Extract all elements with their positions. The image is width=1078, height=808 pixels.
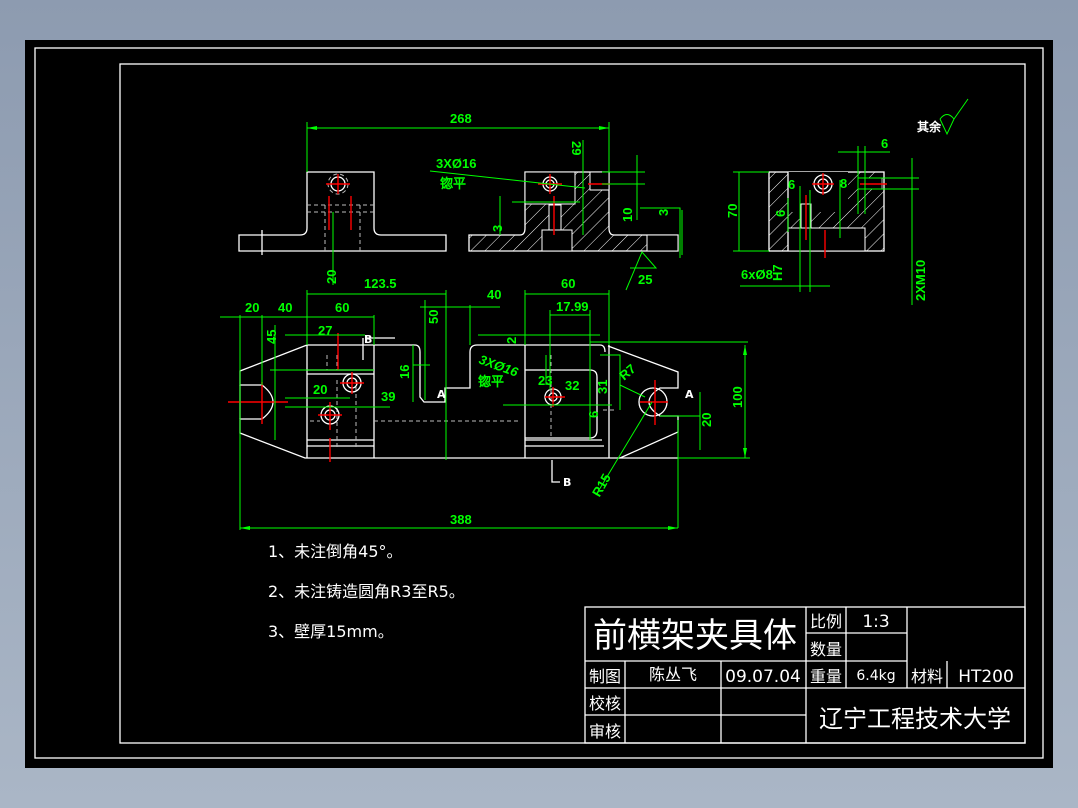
technical-notes: 1、未注倒角45°。 2、未注铸造圆角R3至R5。 3、壁厚15mm。 [268,542,465,641]
note-3: 3、壁厚15mm。 [268,622,394,641]
surface-note: 其余 [917,119,942,134]
drawn-by: 陈丛飞 [649,665,697,684]
dim-45: 45 [264,330,279,344]
dim-20-front: 20 [324,270,339,284]
scale-label: 比例 [810,612,842,631]
surface-roughness-note: 其余 [917,98,969,136]
dim-70: 70 [725,204,740,218]
side-fit: H7 [770,264,785,281]
note-2: 2、未注铸造圆角R3至R5。 [268,582,465,601]
dim-60-top: 60 [561,276,575,291]
dim-40-plan: 40 [278,300,292,315]
dim-40-top: 40 [487,287,501,302]
section-label-a2: A [685,388,694,401]
thread-note: 2XM10 [913,260,928,301]
dim-3b: 3 [656,209,671,216]
dim-27: 27 [318,323,332,338]
drawing-sheet [25,40,1053,768]
section-label-b: B [364,333,372,346]
scale-value: 1:3 [862,612,889,632]
dim-23: 23 [538,373,552,388]
quantity-label: 数量 [810,640,842,659]
dim-50: 50 [426,310,441,324]
drawn-label: 制图 [589,667,621,686]
dim-16: 16 [397,365,412,379]
weight-label: 重量 [810,667,842,686]
dim-8: 8 [840,176,847,191]
material-label: 材料 [911,667,943,686]
front-view [238,171,447,255]
hole-note2-front: 锪平 [440,176,466,191]
dim-32: 32 [565,378,579,393]
part-name: 前横架夹具体 [593,616,797,656]
dim-388: 388 [450,512,472,527]
dim-268: 268 [450,111,472,126]
side-dimensions: 70 6 6 8 6 6xØ8 H7 2XM10 [725,136,928,305]
note-1: 1、未注倒角45°。 [268,542,403,561]
dim-6-plan: 6 [586,411,601,418]
dim-6b-side: 6 [773,210,788,217]
review-label: 审核 [589,722,621,741]
inner-frame [119,63,1026,744]
outer-border [34,47,1044,759]
section-view [468,171,679,252]
material-value: HT200 [958,667,1014,687]
dim-60-plan: 60 [335,300,349,315]
plan-hole-note2: 锪平 [478,374,504,389]
dim-3a: 3 [490,225,505,232]
dim-20-hole: 20 [313,382,327,397]
weight-value: 6.4kg [856,668,895,684]
hole-note-front: 3XØ16 [436,156,476,171]
dim-2: 2 [504,337,519,344]
front-dimensions: 268 3XØ16 锪平 29 10 3 3 20 25 [306,111,683,291]
side-view [768,171,887,258]
school-name: 辽宁工程技术大学 [819,705,1011,733]
dim-6-top: 6 [881,136,888,151]
section-label-b2: B [563,476,571,489]
section-label-a: A [437,388,446,401]
roughness-25: 25 [638,272,652,287]
dim-20-slot: 20 [699,413,714,427]
dim-123-5: 123.5 [364,276,397,291]
title-block: 前横架夹具体 比例 1:3 数量 制图 陈丛飞 09.07.04 重量 6.4k… [584,606,1026,744]
dim-29: 29 [569,141,584,155]
dim-20-plan: 20 [245,300,259,315]
side-hole-note: 6xØ8 [741,267,773,282]
date: 09.07.04 [725,667,801,687]
dim-39: 39 [381,389,395,404]
dim-10: 10 [620,208,635,222]
dim-6-side: 6 [788,177,795,192]
dim-17-99: 17.99 [556,299,589,314]
dim-100: 100 [730,386,745,408]
dim-31: 31 [595,380,610,394]
check-label: 校核 [589,694,621,713]
